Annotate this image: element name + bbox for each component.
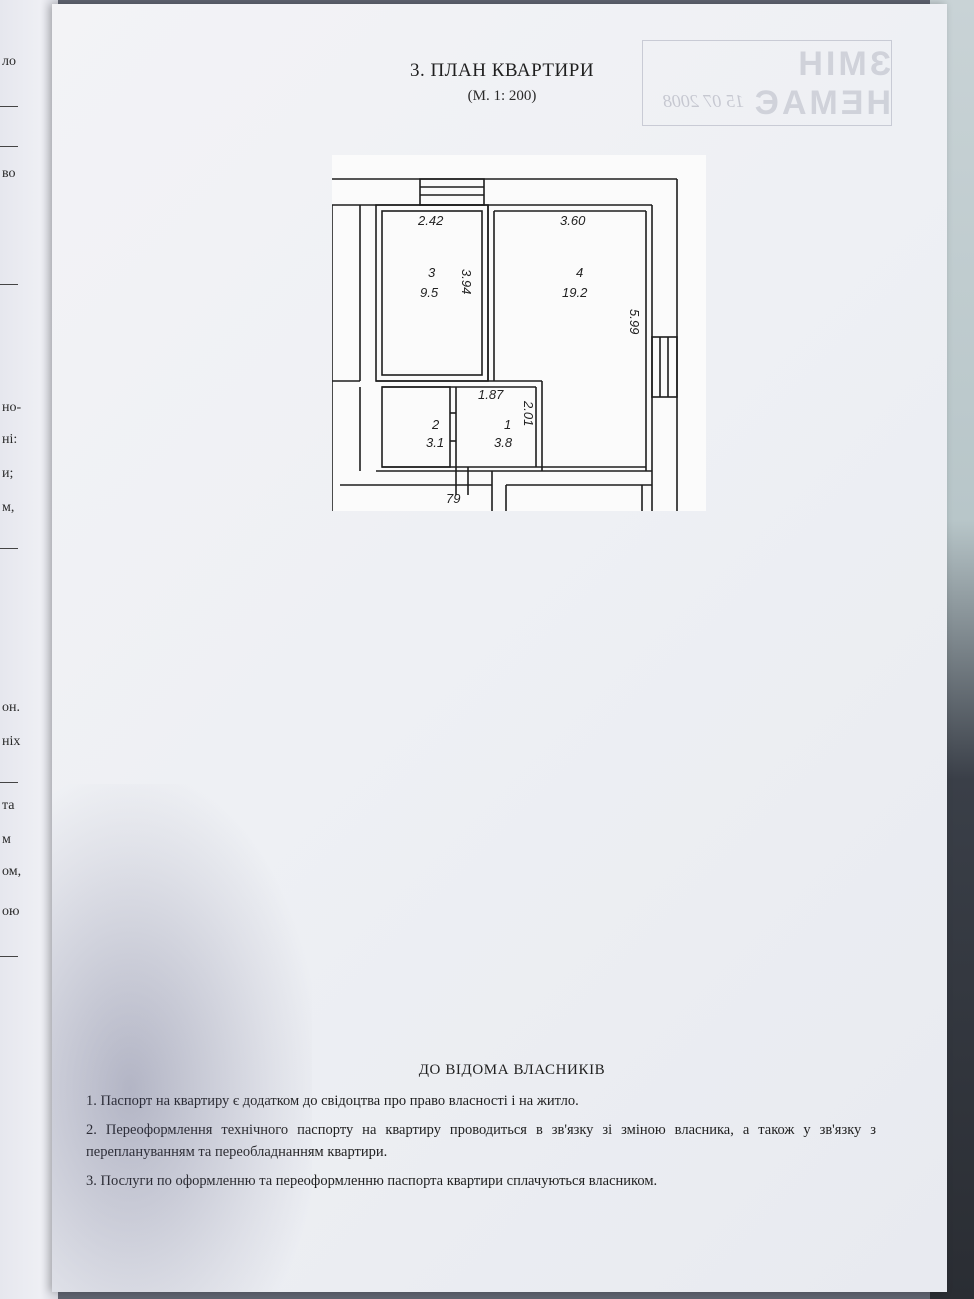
fragment-text: м <box>2 832 11 847</box>
fragment-line <box>0 106 18 107</box>
notice-item: 1. Паспорт на квартиру є додатком до сві… <box>86 1093 579 1109</box>
stamp-date: 15 07 2008 <box>663 91 744 111</box>
fragment-line <box>0 956 18 957</box>
shadow-overlay <box>52 784 312 1292</box>
fragment-text: ні: <box>2 432 18 447</box>
room-3-number: 3 <box>428 265 436 280</box>
floor-plan-drawing <box>332 178 678 511</box>
notice-item: 3. Послуги по оформленню та переоформлен… <box>86 1172 658 1189</box>
notice-item: 2. Переоформлення технічного паспорту на… <box>86 1121 876 1161</box>
dimension-room3-length: 3.94 <box>459 269 474 295</box>
dimension-corridor-length: 2.01 <box>521 401 536 427</box>
dimension-room4-length: 5.99 <box>627 309 642 335</box>
room-1-area: 3.8 <box>494 435 513 450</box>
fragment-text: во <box>2 166 16 181</box>
dimension-room3-width: 2.42 <box>418 213 444 228</box>
room-2-area: 3.1 <box>426 435 445 450</box>
fragment-text: ом, <box>2 864 22 879</box>
fragment-text: и; <box>2 466 14 481</box>
notice-heading: ДО ВІДОМА ВЛАСНИКІВ <box>418 1062 606 1078</box>
fragment-line <box>0 782 18 783</box>
fragment-text: м, <box>2 500 15 515</box>
window-mark <box>651 336 678 398</box>
fragment-text: ло <box>2 54 16 69</box>
room-2-outline <box>381 386 451 468</box>
notice-list: 1. Паспорт на квартиру є додатком до сві… <box>86 1090 876 1198</box>
window-mark <box>419 178 485 206</box>
room-3-area: 9.5 <box>420 285 439 300</box>
room-4-area: 19.2 <box>562 285 588 300</box>
room-4-number: 4 <box>576 265 584 280</box>
fragment-line <box>0 284 18 285</box>
fragment-line <box>0 146 18 147</box>
document-page: 3. ПЛАН КВАРТИРИ (М. 1: 200) ЗМІН НЕМАЄ … <box>52 4 947 1292</box>
faded-stamp: ЗМІН НЕМАЄ 15 07 2008 <box>642 40 892 126</box>
fragment-line <box>0 548 18 549</box>
scale-label: (М. 1: 200) <box>467 88 537 104</box>
dimension-bottom: 79 <box>446 491 461 506</box>
fragment-text: та <box>2 798 15 813</box>
fragment-text: но- <box>2 400 22 415</box>
fragment-text: он. <box>2 700 20 715</box>
floor-plan: 2.42 3.60 3.94 5.99 3 9.5 4 19.2 1.87 2.… <box>332 155 706 511</box>
room-1-number: 1 <box>504 417 512 432</box>
fragment-text: ніх <box>2 734 21 749</box>
room-2-number: 2 <box>432 417 440 432</box>
underlying-page: ло во но- ні: и; м, он. ніх та м ом, ою <box>0 0 58 1299</box>
page-title: 3. ПЛАН КВАРТИРИ <box>409 60 595 81</box>
dimension-corridor-width: 1.87 <box>478 387 504 402</box>
dimension-room4-width: 3.60 <box>560 213 586 228</box>
fragment-text: ою <box>2 904 20 919</box>
